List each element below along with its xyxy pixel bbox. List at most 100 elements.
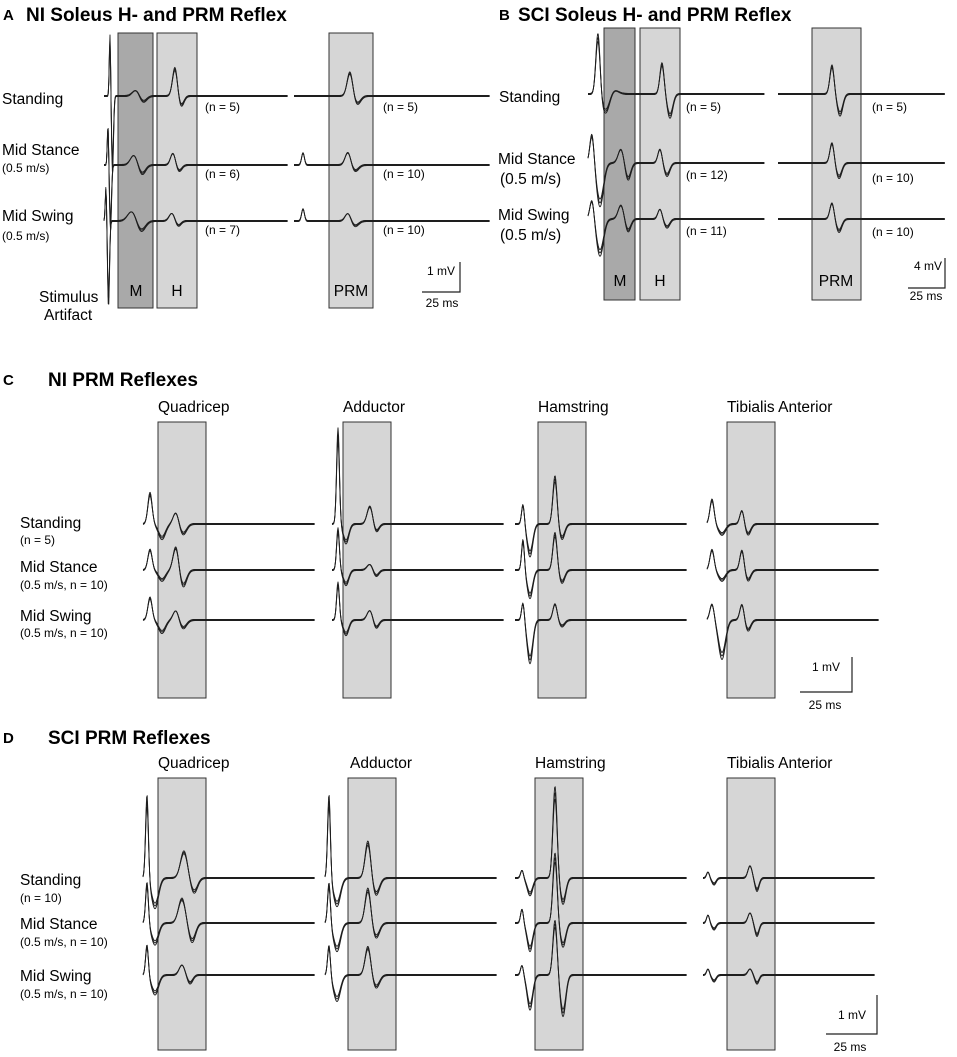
panel-b-trace-prm-row1-1 (778, 143, 945, 178)
panel-a-trace-soleus-row0-2 (104, 34, 288, 173)
panel-b-row-midstance-sub: (0.5 m/s) (500, 171, 561, 188)
panel-d-trace-tibialis-row1-2 (702, 912, 875, 937)
panel-c-letter: C (3, 372, 14, 389)
panel-b-n-soleus-midswing: (n = 11) (686, 224, 727, 238)
panel-b-trace-prm-row0-2 (778, 64, 945, 117)
panel-b-trace-prm-row2-2 (778, 202, 945, 233)
panel-b-row-standing: Standing (499, 89, 560, 106)
panel-d-trace-hamstring-row2-0 (515, 927, 687, 1010)
panel-c-scale-bar: 1 mV 25 ms (800, 657, 853, 712)
panel-c-row-standing-sub: (n = 5) (20, 533, 55, 547)
panel-a-n-soleus-midswing: (n = 7) (205, 223, 240, 237)
panel-c-trace-tibialis-row2-2 (706, 603, 879, 660)
panel-d-trace-quadricep-row0-2 (142, 795, 315, 910)
panel-d-trace-hamstring-row0-1 (515, 792, 687, 903)
panel-d-muscle-quadricep: Quadricep (158, 755, 230, 772)
panel-c-trace-quadricep-row0-2 (142, 491, 315, 541)
panel-d-trace-tibialis-row2-2 (702, 968, 875, 985)
panel-c-trace-tibialis-row0-1 (706, 499, 879, 535)
panel-d-trace-hamstring-row0-0 (515, 798, 687, 900)
panel-a-n-prm-midstance: (n = 10) (383, 167, 425, 181)
panel-a-n-soleus-standing: (n = 5) (205, 100, 240, 114)
panel-c-trace-hamstring-row0-0 (515, 481, 687, 552)
panel-c-trace-tibialis-row1-2 (706, 548, 879, 582)
panel-a-trace-prm-row0-2 (294, 71, 490, 105)
panel-a-window-prm-label: PRM (334, 283, 368, 300)
panel-c-muscle-quadricep: Quadricep (158, 399, 230, 416)
panel-d-trace-hamstring-row1-2 (515, 852, 687, 953)
panel-d-scale-voltage: 1 mV (838, 1008, 866, 1022)
panel-d-title: SCI PRM Reflexes (48, 728, 211, 749)
panel-a-window-m-label: M (130, 283, 143, 300)
panel-c-trace-hamstring-row1-1 (515, 534, 687, 597)
panel-b-scale-voltage: 4 mV (914, 259, 942, 273)
panel-d-muscle-tibialis: Tibialis Anterior (727, 755, 832, 772)
panel-d-letter: D (3, 730, 14, 747)
panel-c-trace-adductor-row2-2 (332, 581, 504, 637)
panel-c: C NI PRM Reflexes Quadricep Adductor Ham… (3, 370, 853, 712)
panel-c-trace-hamstring-row1-2 (515, 532, 687, 600)
panel-d-row-midstance-sub: (0.5 m/s, n = 10) (20, 935, 108, 949)
panel-d-trace-adductor-row0-2 (324, 795, 497, 908)
panel-c-row-midswing: Mid Swing (20, 608, 92, 625)
panel-b: B SCI Soleus H- and PRM Reflex Standing … (498, 5, 946, 303)
panel-b-trace-prm-row1-2 (778, 142, 945, 180)
panel-b-n-prm-midstance: (n = 10) (872, 171, 914, 185)
panel-c-trace-hamstring-row0-2 (515, 475, 687, 558)
panel-c-trace-adductor-row0-2 (331, 427, 504, 545)
panel-d-trace-tibialis-row1-1 (702, 912, 875, 936)
panel-d-trace-tibialis-row0-0 (703, 865, 875, 889)
panel-a-trace-prm-row1-1 (294, 152, 490, 172)
panel-b-row-midstance: Mid Stance (498, 151, 576, 168)
panel-a-trace-prm-row1-2 (294, 152, 490, 173)
panel-b-window-m-label: M (614, 273, 627, 290)
panel-c-trace-tibialis-row1-1 (706, 549, 879, 581)
panel-b-trace-soleus-row1-2 (587, 133, 765, 208)
panel-b-trace-prm-row1-0 (778, 144, 945, 176)
panel-d-window-quadricep (157, 777, 207, 1051)
panel-d-row-standing: Standing (20, 872, 81, 889)
panel-a-trace-prm-row2-0 (294, 208, 490, 226)
panel-b-trace-prm-row2-1 (778, 203, 945, 232)
panel-c-trace-tibialis-row0-0 (706, 501, 879, 534)
panel-d-muscle-adductor: Adductor (350, 755, 412, 772)
panel-b-trace-prm-row2-0 (778, 203, 945, 230)
panel-c-trace-adductor-row2-0 (332, 586, 504, 633)
panel-d-trace-adductor-row2-0 (324, 948, 497, 997)
panel-c-trace-quadricep-row1-2 (142, 546, 315, 588)
panel-c-trace-quadricep-row2-2 (142, 596, 315, 634)
panel-c-trace-tibialis-row2-0 (706, 604, 879, 653)
panel-d-trace-hamstring-row2-2 (515, 920, 687, 1018)
panel-b-n-soleus-midstance: (n = 12) (686, 168, 728, 182)
panel-d-row-midstance: Mid Stance (20, 916, 98, 933)
panel-c-trace-adductor-row2-1 (332, 583, 504, 635)
panel-c-trace-adductor-row1-2 (332, 527, 504, 587)
panel-d-trace-hamstring-row1-0 (515, 861, 687, 947)
panel-d-trace-hamstring-row1-1 (515, 857, 687, 950)
panel-a-row-midswing: Mid Swing (2, 208, 74, 225)
panel-b-trace-soleus-row2-2 (587, 200, 765, 257)
panel-c-scale-voltage: 1 mV (812, 660, 840, 674)
panel-d-muscle-hamstring: Hamstring (535, 755, 606, 772)
panel-c-trace-hamstring-row2-0 (515, 603, 687, 657)
panel-a-n-prm-midswing: (n = 10) (383, 223, 425, 237)
panel-c-trace-adductor-row1-1 (332, 529, 504, 585)
panel-d-trace-adductor-row1-2 (324, 882, 497, 953)
panel-c-window-tibialis (726, 421, 776, 699)
panel-d-trace-tibialis-row0-2 (702, 865, 875, 892)
panel-d-scale-bar: 1 mV 25 ms (826, 995, 878, 1054)
panel-a-letter: A (3, 7, 14, 24)
panel-d: D SCI PRM Reflexes Quadricep Adductor Ha… (3, 728, 878, 1054)
panel-a-trace-prm-row2-2 (294, 208, 490, 228)
panel-d-trace-quadricep-row1-0 (142, 887, 315, 942)
panel-d-row-standing-sub: (n = 10) (20, 891, 62, 905)
panel-c-trace-adductor-row1-0 (332, 532, 504, 583)
analysis-windows (117, 27, 862, 1051)
panel-c-trace-hamstring-row2-2 (515, 602, 687, 665)
panel-a-trace-prm-row2-1 (294, 208, 490, 227)
panel-b-n-soleus-standing: (n = 5) (686, 100, 721, 114)
stimulus-label-line2: Artifact (44, 307, 93, 324)
panel-b-scale-time: 25 ms (910, 289, 943, 303)
panel-d-trace-adductor-row1-1 (324, 885, 497, 950)
